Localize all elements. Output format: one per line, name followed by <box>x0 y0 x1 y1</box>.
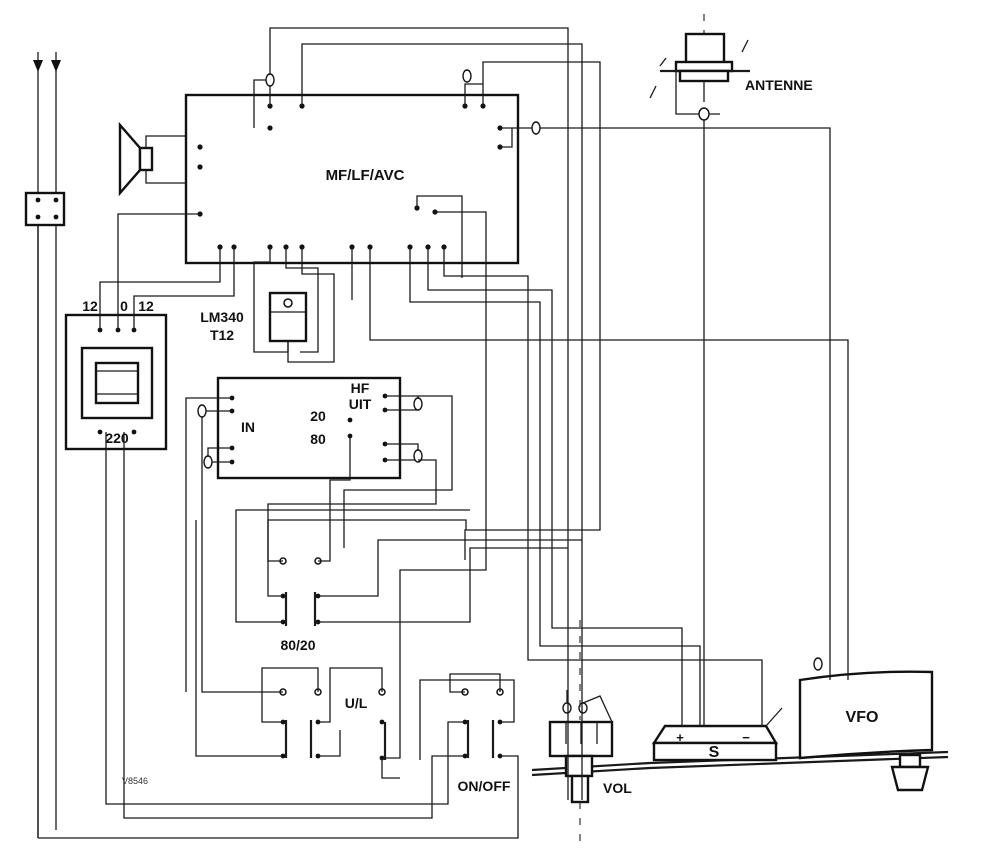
hf-band-20-label: 20 <box>310 408 326 424</box>
mf-module-label: MF/LF/AVC <box>326 167 405 184</box>
switch-on-off-label: ON/OFF <box>458 778 511 794</box>
hf-label-line2: UIT <box>349 396 372 412</box>
drawing-code: V8546 <box>122 776 148 786</box>
antenna-icon: ANTENNE <box>649 14 813 121</box>
switch-u-l: U/L <box>345 688 387 761</box>
switch-on-off: ON/OFF <box>458 688 511 794</box>
vfo-label: VFO <box>846 709 879 726</box>
antenna-label: ANTENNE <box>745 77 813 93</box>
hf-input-label: IN <box>241 419 255 435</box>
hf-module: HF UIT IN 20 80 <box>216 376 402 480</box>
vfo-module: VFO <box>798 657 934 792</box>
switch-ul-label: U/L <box>345 695 368 711</box>
fuse-block <box>24 191 66 227</box>
meter-plus-label: + <box>676 730 684 745</box>
switch-lower-left <box>279 688 322 759</box>
power-transformer: 12 0 12 220 <box>64 298 168 451</box>
meter-minus-label: − <box>742 730 750 745</box>
regulator-label-line1: LM340 <box>200 309 244 325</box>
mains-input <box>33 52 61 838</box>
switch-80-20-label: 80/20 <box>280 637 315 653</box>
wiring <box>37 27 849 839</box>
meter-label: S <box>709 744 720 761</box>
s-meter: + − S <box>651 707 783 762</box>
hf-label-line1: HF <box>351 380 370 396</box>
transformer-label-left: 12 <box>82 298 98 314</box>
hf-band-80-label: 80 <box>310 431 326 447</box>
speaker-icon <box>118 121 201 197</box>
volume-label: VOL <box>603 780 632 796</box>
lm340-regulator: LM340 T12 <box>200 291 308 343</box>
regulator-label-line2: T12 <box>210 327 234 343</box>
switch-80-20: 80/20 <box>279 557 322 653</box>
transformer-label-center: 0 <box>120 298 128 314</box>
transformer-label-right: 12 <box>138 298 154 314</box>
volume-potentiometer: VOL <box>548 702 632 846</box>
mf-lf-avc-module: MF/LF/AVC <box>184 93 520 265</box>
transformer-label-mains: 220 <box>105 430 129 446</box>
